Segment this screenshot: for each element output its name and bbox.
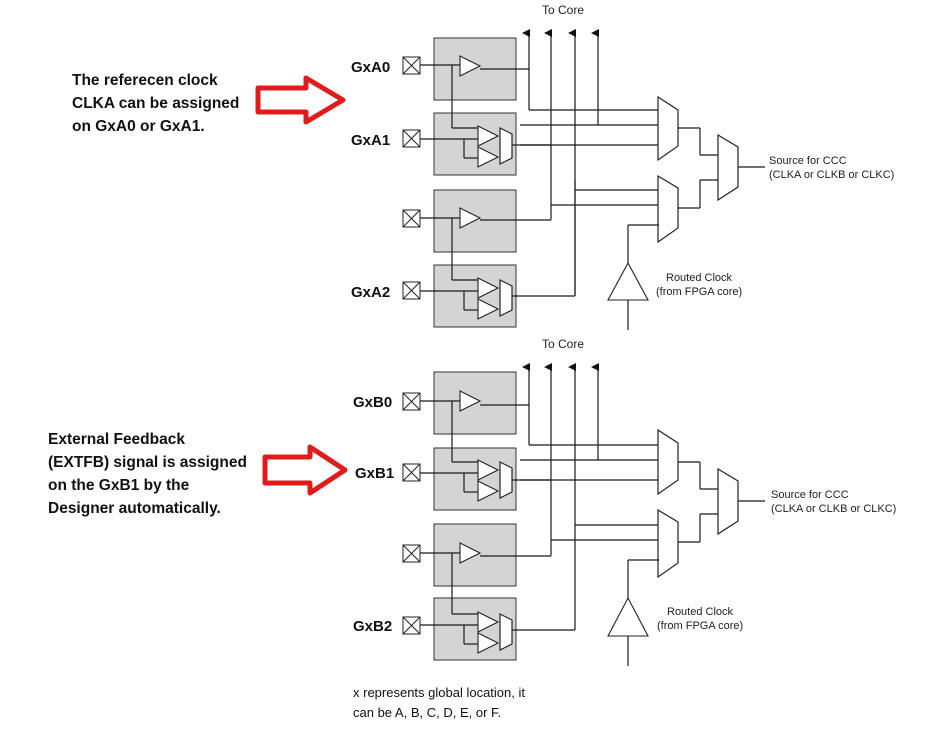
- diff-amp-triangle: [477, 632, 500, 654]
- note-line: on GxA0 or GxA1.: [72, 118, 205, 135]
- pad-x-icon: [402, 56, 421, 75]
- note-line: CLKA can be assigned: [72, 95, 239, 112]
- pad-x-icon: [402, 616, 421, 635]
- pin-label: GxA2: [351, 284, 390, 301]
- pin-label: GxA1: [351, 132, 390, 149]
- pin-label: GxA0: [351, 59, 390, 76]
- pad-x-icon: [402, 463, 421, 482]
- pad-x-icon: [402, 209, 421, 228]
- buffer-triangle: [459, 55, 482, 77]
- diff-amp-triangle: [477, 611, 500, 633]
- clock-group-b: To Core GxB0 GxB1 GxB2: [353, 337, 896, 666]
- note-line: External Feedback: [48, 431, 185, 448]
- receiver-mux: [499, 461, 513, 499]
- diff-amp-triangle: [477, 277, 500, 299]
- routed-clock-sublabel: (from FPGA core): [657, 620, 743, 632]
- to-core-arrows: [522, 29, 599, 296]
- diff-amp-triangle: [477, 480, 500, 502]
- footnote-line: x represents global location, it: [353, 685, 525, 700]
- routed-clock-sublabel: (from FPGA core): [656, 286, 742, 298]
- receiver-mux: [499, 613, 513, 651]
- pad-x-icon: [402, 129, 421, 148]
- source-ccc-label: Source for CCC: [769, 155, 847, 167]
- receiver-mux: [499, 279, 513, 317]
- note-line: on the GxB1 by the: [48, 477, 190, 494]
- red-arrow-icon: [262, 444, 348, 496]
- diff-amp-triangle: [477, 125, 500, 147]
- buffer-triangle: [459, 542, 482, 564]
- routed-clock-label: Routed Clock: [667, 606, 734, 618]
- diff-amp-triangle: [477, 459, 500, 481]
- pin-label: GxB1: [355, 465, 394, 482]
- receiver-mux: [499, 127, 513, 165]
- routed-clock-buffer: [607, 261, 649, 301]
- pad-x-icon: [402, 544, 421, 563]
- clock-mux: [657, 174, 679, 244]
- diff-amp-triangle: [477, 146, 500, 168]
- output-mux: [717, 467, 739, 536]
- source-ccc-sublabel: (CLKA or CLKB or CLKC): [769, 169, 894, 181]
- routed-clock-buffer: [607, 596, 649, 637]
- diff-receiver-block: [433, 597, 517, 661]
- source-ccc-sublabel: (CLKA or CLKB or CLKC): [771, 503, 896, 515]
- to-core-label: To Core: [542, 337, 584, 351]
- pad-x-icon: [402, 392, 421, 411]
- red-arrow-icon: [255, 75, 346, 125]
- note-line: The referecen clock: [72, 72, 218, 89]
- diff-amp-triangle: [477, 298, 500, 320]
- note-line: (EXTFB) signal is assigned: [48, 454, 247, 471]
- output-mux: [717, 133, 739, 202]
- source-ccc-label: Source for CCC: [771, 489, 849, 501]
- to-core-arrows: [522, 363, 599, 630]
- to-core-label: To Core: [542, 3, 584, 17]
- footnote-line: can be A, B, C, D, E, or F.: [353, 705, 501, 720]
- clock-mux: [657, 508, 679, 579]
- routed-clock-label: Routed Clock: [666, 272, 733, 284]
- buffer-triangle: [459, 390, 482, 412]
- pin-label: GxB2: [353, 618, 392, 635]
- buffer-triangle: [459, 207, 482, 229]
- note-line: Designer automatically.: [48, 500, 221, 517]
- pin-label: GxB0: [353, 394, 392, 411]
- clock-group-a: To Core GxA0 GxA1 GxA2: [351, 3, 894, 330]
- pad-x-icon: [402, 281, 421, 300]
- clock-mux: [657, 95, 679, 162]
- clock-mux: [657, 428, 679, 496]
